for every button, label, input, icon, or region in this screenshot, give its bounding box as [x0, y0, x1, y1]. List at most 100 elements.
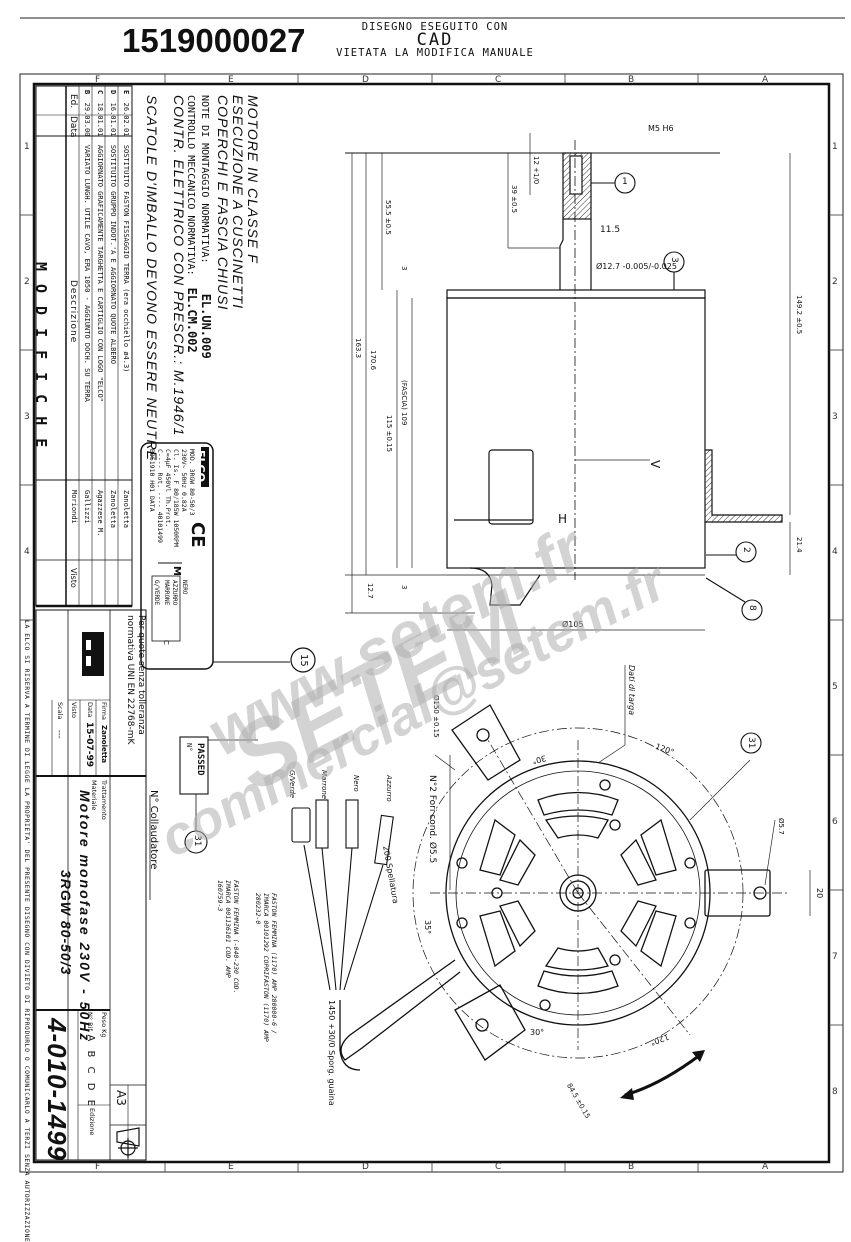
faston-note-1: FASTON FEMMINA (-040-230 COD. IMARCA 001…: [216, 880, 240, 994]
dim-170: 170.6: [369, 350, 377, 371]
passed-number: N°: [185, 743, 193, 752]
visto-title-label: Visto: [70, 702, 78, 719]
zone-top-b: B: [628, 75, 635, 85]
firma-label: Firma: [100, 702, 108, 720]
wire-azzurro: AZZURRO: [171, 580, 178, 606]
angle-35: 35°: [423, 920, 432, 935]
signature-3: Agazzese M.: [96, 490, 104, 537]
zone-left-1: 1: [24, 142, 30, 152]
callout-3: 3: [669, 257, 679, 263]
drawing-title: Motore monofase 230V - 50Hz: [77, 790, 93, 1043]
legal-note: LA ELCO SI RISERVA A TERMINE DI LEGGE LA…: [23, 620, 31, 1242]
firma-value: Zanoletta: [100, 725, 108, 764]
callout-2: 2: [741, 547, 751, 553]
scala-value: ---: [55, 730, 64, 739]
notes-block: MOTORE IN CLASSE F ESECUZIONE A CUSCINET…: [215, 95, 261, 310]
dim-3-top: 3: [400, 266, 408, 271]
revision-row-e: E 26.02.01 SOSTITUITO FASTON FISSAGGIO T…: [122, 90, 130, 372]
revision-date: 18.01.01: [96, 102, 104, 137]
dim-12: 12.7: [366, 583, 374, 599]
dim-163: 163.3: [354, 338, 362, 359]
cable-nero: Nero: [352, 775, 360, 792]
holes-note: N°2 Fori cond. Ø5.5: [427, 775, 437, 864]
zone-top-f: F: [95, 75, 101, 85]
revision-ed: C: [96, 90, 104, 95]
zone-top-c: C: [495, 75, 502, 85]
dim-fascia: (FASCIA) 109: [400, 380, 408, 426]
dim-thread-depth: 12 +1/0: [532, 156, 540, 185]
revision-ed: B: [83, 90, 91, 95]
dim-115: 115 ±0.15: [385, 415, 393, 453]
signature-2: Zanoletta: [109, 490, 117, 528]
dim-shaft-dia: Ø12.7 -0.005/-0.025: [596, 262, 677, 271]
zone-right-5: 5: [832, 682, 838, 692]
visto-label: Visto: [69, 568, 78, 588]
zone-bottom-a: A: [762, 1162, 769, 1172]
trattamento-label: Trattamento: [100, 780, 108, 820]
revision-description: SOSTITUITO GRUPPO INDOT.'A E AGGIORNATO …: [109, 144, 117, 364]
note-line-7: SCATOLE D'IMBALLO DEVONO ESSERE NEUTRE: [144, 95, 160, 462]
cad-line-3: VIETATA LA MODIFICA MANUALE: [336, 47, 534, 59]
note-line-4: NOTE DI MONTAGGIO NORMATIVA: EL.UN.009: [199, 95, 213, 359]
revisions-header-ed: Ed.: [68, 94, 78, 109]
zone-top-a: A: [762, 75, 769, 85]
dati-targa: Dati di targa: [627, 665, 636, 716]
dim-diameter: Ø105: [562, 620, 584, 629]
wire-giallo-verde: G/VERDE: [153, 580, 160, 606]
note-line-6: CONTR. ELETTRICO CON PRESCR.: M.1946/1: [171, 95, 187, 437]
dim-shaft-flat: 11.5: [600, 225, 621, 235]
cable-length: 1450 +30/0 Sporg. guaina: [327, 1000, 336, 1106]
zone-right-1: 1: [832, 142, 838, 152]
data-value: 15-07-99: [84, 722, 94, 768]
zone-right-2: 2: [832, 277, 838, 287]
notes-normativa: NOTE DI MONTAGGIO NORMATIVA: EL.UN.009 C…: [184, 95, 213, 359]
revision-row-c: C 18.01.01 AGGIORNATO GRAFICAMENTE TARGH…: [96, 90, 104, 402]
zone-right-6: 6: [832, 817, 838, 827]
zone-left-2: 2: [24, 277, 30, 287]
cad-line-1: DISEGNO ESEGUITO CON: [361, 21, 509, 33]
zone-bottom-e: E: [228, 1162, 234, 1172]
zone-left-4: 4: [24, 547, 30, 557]
zone-bottom-d: D: [362, 1162, 369, 1172]
revisions-header-data: Data: [68, 116, 78, 138]
scala-label: Scala: [56, 702, 64, 720]
signature-4: Gallizzi: [83, 490, 91, 524]
nameplate-specs: MOD. 3RGW 80-50/3 230V~ 50Hz 0.82A Cl. I…: [148, 449, 196, 547]
tolerance-note: Per quote senza tolleranza normativa UNI…: [125, 615, 146, 745]
revision-ed: E: [122, 90, 130, 95]
edizione-label: Edizione: [88, 1108, 96, 1136]
slot-width: 20: [815, 888, 824, 899]
zone-bottom-f: F: [95, 1162, 101, 1172]
drawing-linework: [19, 17, 845, 1173]
cable-azzurro: Azzurro: [385, 775, 393, 802]
drawing-number: 4-010-1499: [42, 1018, 72, 1161]
revision-date: 29.03.00: [83, 102, 91, 137]
dim-thread: M5 H6: [648, 124, 674, 133]
paper-format: A3: [114, 1090, 128, 1106]
dim-149: 149.2 ±0.5: [795, 295, 803, 335]
zone-top-d: D: [362, 75, 369, 85]
dim-39: 39 ±0.5: [510, 185, 518, 214]
hole-dia: Ø5.7: [777, 818, 785, 835]
zone-left-3: 3: [24, 412, 30, 422]
faston-note-2: FASTON FEMMINA (1170) AMP 280000-6 / IMA…: [254, 893, 278, 1042]
model-number: 3RGW 80-50/3: [58, 870, 74, 976]
section-mark-v: V: [648, 460, 662, 469]
callout-1: 1: [622, 177, 628, 187]
revision-ed: D: [109, 90, 117, 95]
dim-55: 55.5 ±0.5: [384, 200, 392, 235]
callout-31-front: 31: [746, 737, 756, 749]
signature-5: Moriondi: [70, 490, 78, 524]
dim-21: 21.4: [795, 537, 803, 553]
revision-row-b: B 29.03.00 VARIATO LUNGH. UTILE CAVO, ER…: [83, 90, 91, 402]
passed-label: PASSED: [195, 743, 205, 776]
wire-marrone: MARRONE: [163, 580, 170, 606]
revision-date: 26.02.01: [122, 102, 130, 137]
note-line-1: MOTORE IN CLASSE F: [245, 95, 261, 264]
revision-row-d: D 16.01.01 SOSTITUITO GRUPPO INDOT.'A E …: [109, 90, 117, 364]
document-number: 1519000027: [122, 22, 306, 59]
cad-notice: DISEGNO ESEGUITO CON CAD VIETATA LA MODI…: [330, 22, 540, 59]
zone-top-e: E: [228, 75, 234, 85]
zone-bottom-b: B: [628, 1162, 635, 1172]
note-line-2: ESECUZIONE A CUSCINETTI: [230, 95, 246, 310]
